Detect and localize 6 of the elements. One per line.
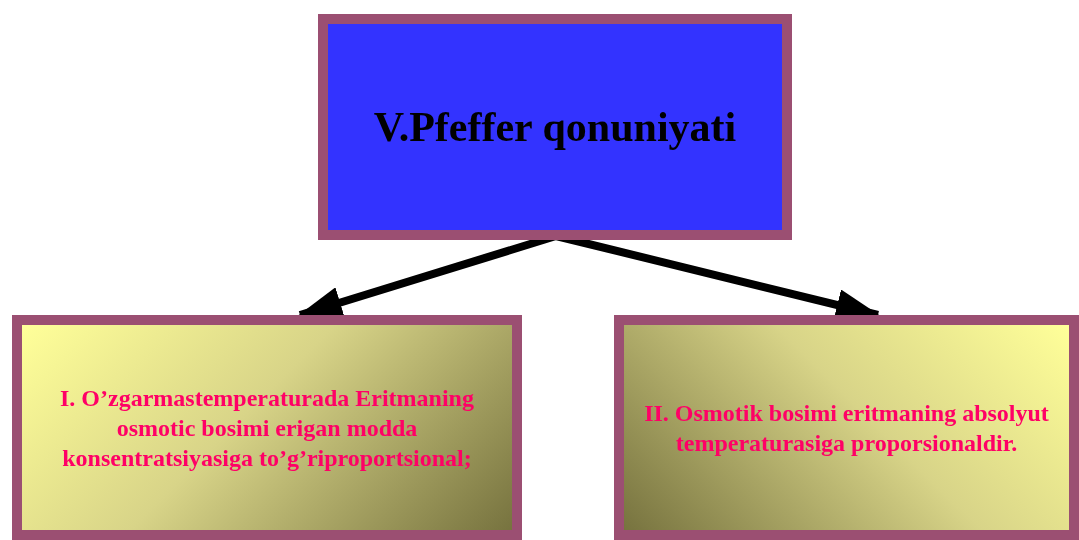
box-title: V.Pfeffer qonuniyati (373, 103, 737, 151)
statement-text: II. Osmotik bosimi eritmaning absolyut temperaturasiga proporsionaldir. (643, 398, 1050, 458)
statement-text: I. O’zgarmastemperaturada Eritmaning osmotic bosimi erigan modda konsentratsiyasiga to’g’riproportsional; (59, 383, 475, 473)
statement-box (12, 315, 522, 540)
statement-box (614, 315, 1079, 540)
title-box (318, 14, 792, 240)
